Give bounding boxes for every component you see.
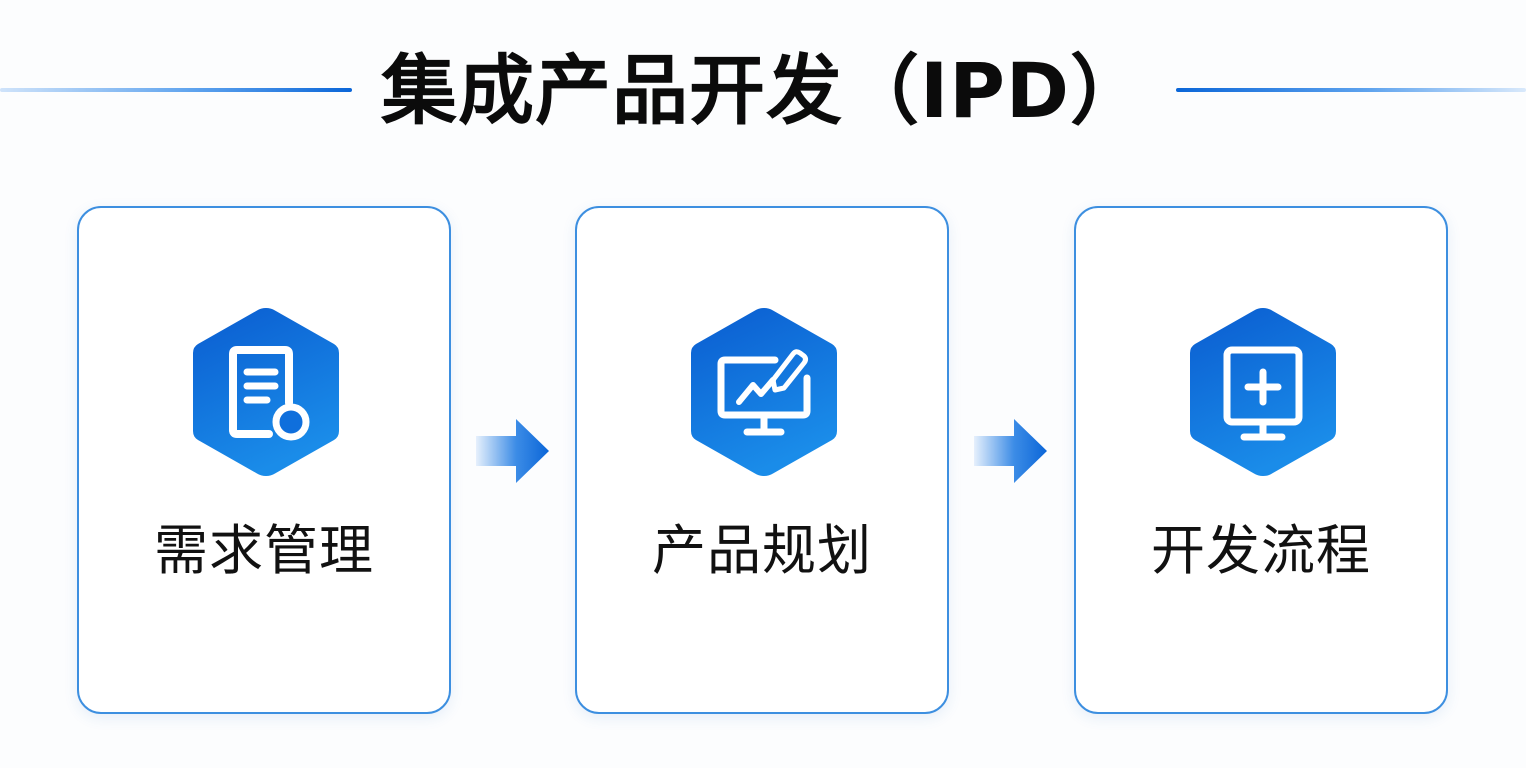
step-label: 产品规划 — [652, 519, 872, 582]
arrow-right-icon — [476, 418, 550, 484]
step-card-development-process: 开发流程 — [1074, 206, 1448, 714]
step-label: 需求管理 — [154, 519, 374, 582]
step-label: 开发流程 — [1151, 519, 1371, 582]
step-card-requirements: 需求管理 — [77, 206, 451, 714]
arrow-right-icon — [974, 418, 1048, 484]
step-card-product-planning: 产品规划 — [575, 206, 949, 714]
header-divider-left — [0, 88, 352, 92]
page-title: 集成产品开发（IPD） — [380, 46, 1148, 135]
monitor-chart-pen-icon — [689, 306, 839, 478]
document-requirements-icon — [191, 306, 341, 478]
monitor-plus-icon — [1188, 306, 1338, 478]
header-divider-right — [1176, 88, 1526, 92]
